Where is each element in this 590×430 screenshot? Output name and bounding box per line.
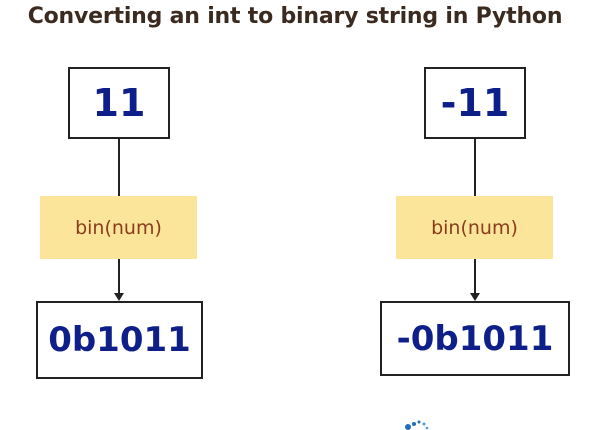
- left-connector-bottom: [118, 259, 120, 294]
- left-function-label: bin(num): [40, 196, 197, 259]
- left-arrowhead: [114, 293, 124, 301]
- right-input-box: -11: [424, 67, 526, 139]
- right-connector-bottom: [474, 259, 476, 294]
- right-function-label: bin(num): [396, 196, 553, 259]
- right-output-box: -0b1011: [380, 301, 570, 376]
- left-input-box: 11: [68, 67, 170, 139]
- right-arrowhead: [470, 293, 480, 301]
- diagram-title: Converting an int to binary string in Py…: [27, 4, 563, 29]
- right-connector-top: [474, 139, 476, 196]
- left-output-box: 0b1011: [36, 301, 203, 379]
- logo-icon: [405, 420, 429, 430]
- left-connector-top: [118, 139, 120, 196]
